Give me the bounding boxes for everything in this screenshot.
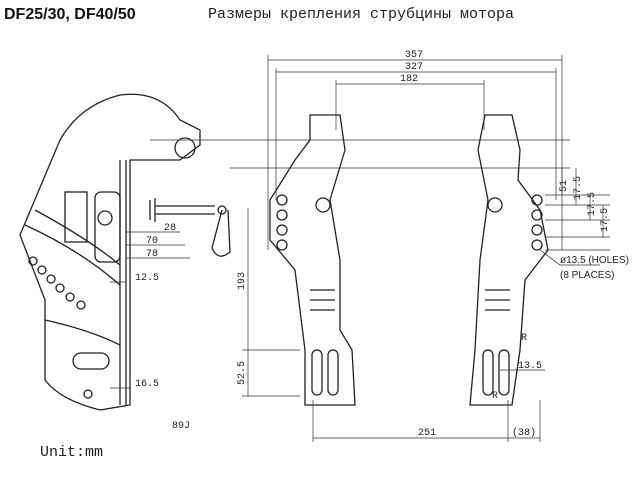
hole-dimensions: 51 17.5 17.5 17.5 ø13.5 (HOLES) (8 PLACE…	[150, 139, 629, 281]
dim-17-5-b: 17.5	[587, 192, 598, 216]
radius-label-1: R	[521, 333, 527, 344]
holes-count-note: (8 PLACES)	[560, 270, 614, 281]
dim-51: 51	[559, 180, 570, 192]
dim-70: 70	[146, 236, 158, 247]
dim-193: 193	[237, 272, 248, 290]
dim-28: 28	[164, 223, 176, 234]
dim-17-5-a: 17.5	[573, 176, 584, 200]
drawing-code: 89J	[172, 421, 190, 432]
unit-label: Unit:mm	[40, 444, 104, 461]
model-label: DF25/30, DF40/50	[4, 6, 136, 23]
dim-17-5-c: 17.5	[600, 208, 611, 232]
side-holes	[28, 256, 86, 310]
right-bracket: R R	[469, 114, 549, 406]
left-bracket	[269, 114, 356, 406]
dim-182: 182	[400, 74, 418, 85]
dim-357: 357	[405, 50, 423, 61]
side-view: 28 70 78 12.5 16.5 89J 193 52.5	[19, 93, 300, 432]
radius-label-2: R	[492, 391, 498, 402]
bottom-dimensions: 251 (38) 13.5	[312, 361, 545, 442]
holes-note: ø13.5 (HOLES)	[560, 255, 629, 266]
top-dimensions: 357 327 182	[267, 50, 563, 250]
dim-52-5: 52.5	[237, 361, 248, 385]
dim-78: 78	[146, 249, 158, 260]
dim-327: 327	[405, 62, 423, 73]
dim-13-5: 13.5	[518, 361, 542, 372]
dim-16-5: 16.5	[135, 379, 159, 390]
dim-251: 251	[418, 428, 436, 439]
dim-38: (38)	[512, 427, 536, 439]
dim-12-5: 12.5	[135, 273, 159, 284]
drawing-title: Размеры крепления струбцины мотора	[208, 6, 515, 23]
